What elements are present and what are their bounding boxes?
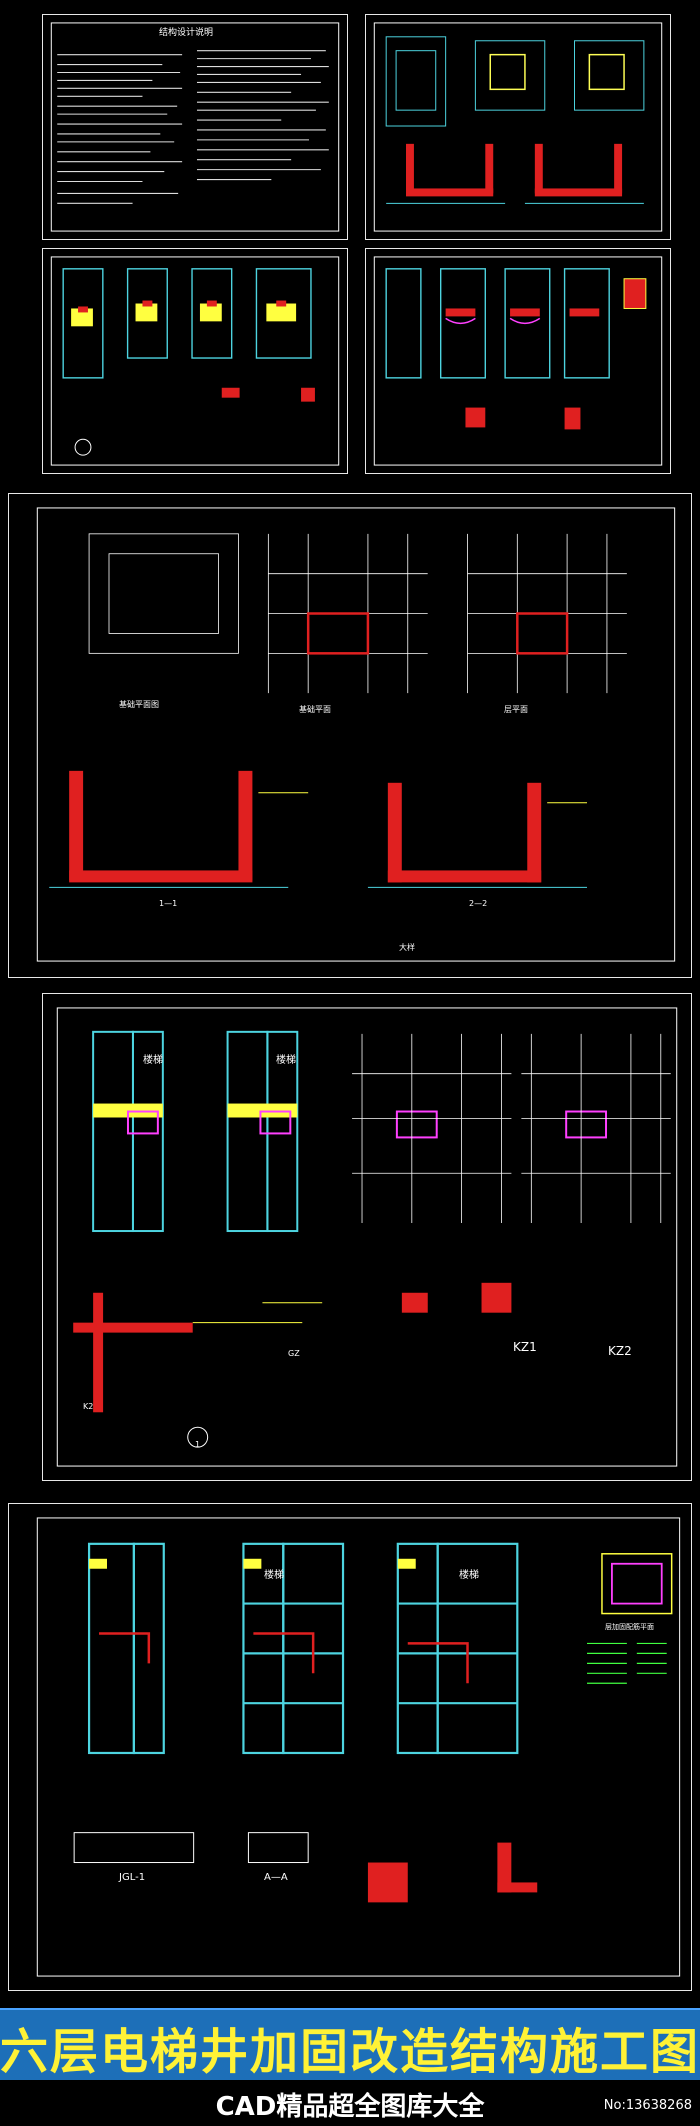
stair-label-2: 楼梯	[276, 1055, 296, 1066]
column-details-b-drawing	[373, 256, 663, 466]
notes-title: 结构设计说明	[159, 28, 214, 38]
section2-caption: 2—2	[469, 899, 488, 908]
sheet-design-notes: 结构设计说明	[42, 14, 348, 240]
sheet-stair-reinforcement: 楼梯 楼梯 JGL-1 A—A 层加固配筋平面	[8, 1503, 692, 1991]
jgl-label: JGL-1	[119, 1872, 146, 1883]
sheet-foundation-plans: 基础平面图 基础平面 层平面 1—1 2—2 大样	[8, 493, 692, 978]
stair-reinforcement-drawing	[36, 1517, 681, 1977]
gz-label: GZ	[288, 1349, 300, 1358]
banner-bar	[0, 2008, 700, 2080]
catalog-number: No:13638268	[603, 2098, 692, 2113]
foundation-drawing	[373, 22, 663, 232]
sheet-column-details-a	[42, 248, 348, 474]
notes-drawing	[50, 22, 340, 232]
banner-subtitle: CAD精品超全图库大全	[215, 2092, 485, 2122]
sheet-foundation	[365, 14, 671, 240]
banner-title: 六层电梯井加固改造结构施工图	[0, 2024, 700, 2080]
foundation-plans-drawing	[36, 507, 676, 962]
kz1-label: KZ1	[513, 1340, 537, 1354]
plan-caption-label: 层加固配筋平面	[605, 1623, 654, 1631]
stair-label-a: 楼梯	[264, 1570, 284, 1581]
plan3-caption: 层平面	[504, 705, 528, 714]
aa-label: A—A	[264, 1872, 288, 1883]
plan2-caption: 基础平面	[299, 705, 331, 714]
section1-caption: 1—1	[159, 899, 178, 908]
detail-caption: 大样	[399, 943, 415, 952]
column-details-a-drawing	[50, 256, 340, 466]
k2-label: K2	[83, 1402, 94, 1411]
title-banner: 六层电梯井加固改造结构施工图 CAD精品超全图库大全 No:13638268	[0, 1998, 700, 2126]
plan1-caption: 基础平面图	[119, 700, 159, 709]
sheet-column-details-b	[365, 248, 671, 474]
detail-circle-label: 1	[195, 1440, 201, 1449]
stair-label-1: 楼梯	[143, 1055, 163, 1066]
kz2-label: KZ2	[608, 1344, 632, 1358]
sheet-reinforcement-plans: 楼梯 楼梯 KZ1 KZ2 K2 GZ 1	[42, 993, 692, 1481]
reinforcement-plans-drawing	[56, 1007, 678, 1467]
stair-label-b: 楼梯	[459, 1570, 479, 1581]
